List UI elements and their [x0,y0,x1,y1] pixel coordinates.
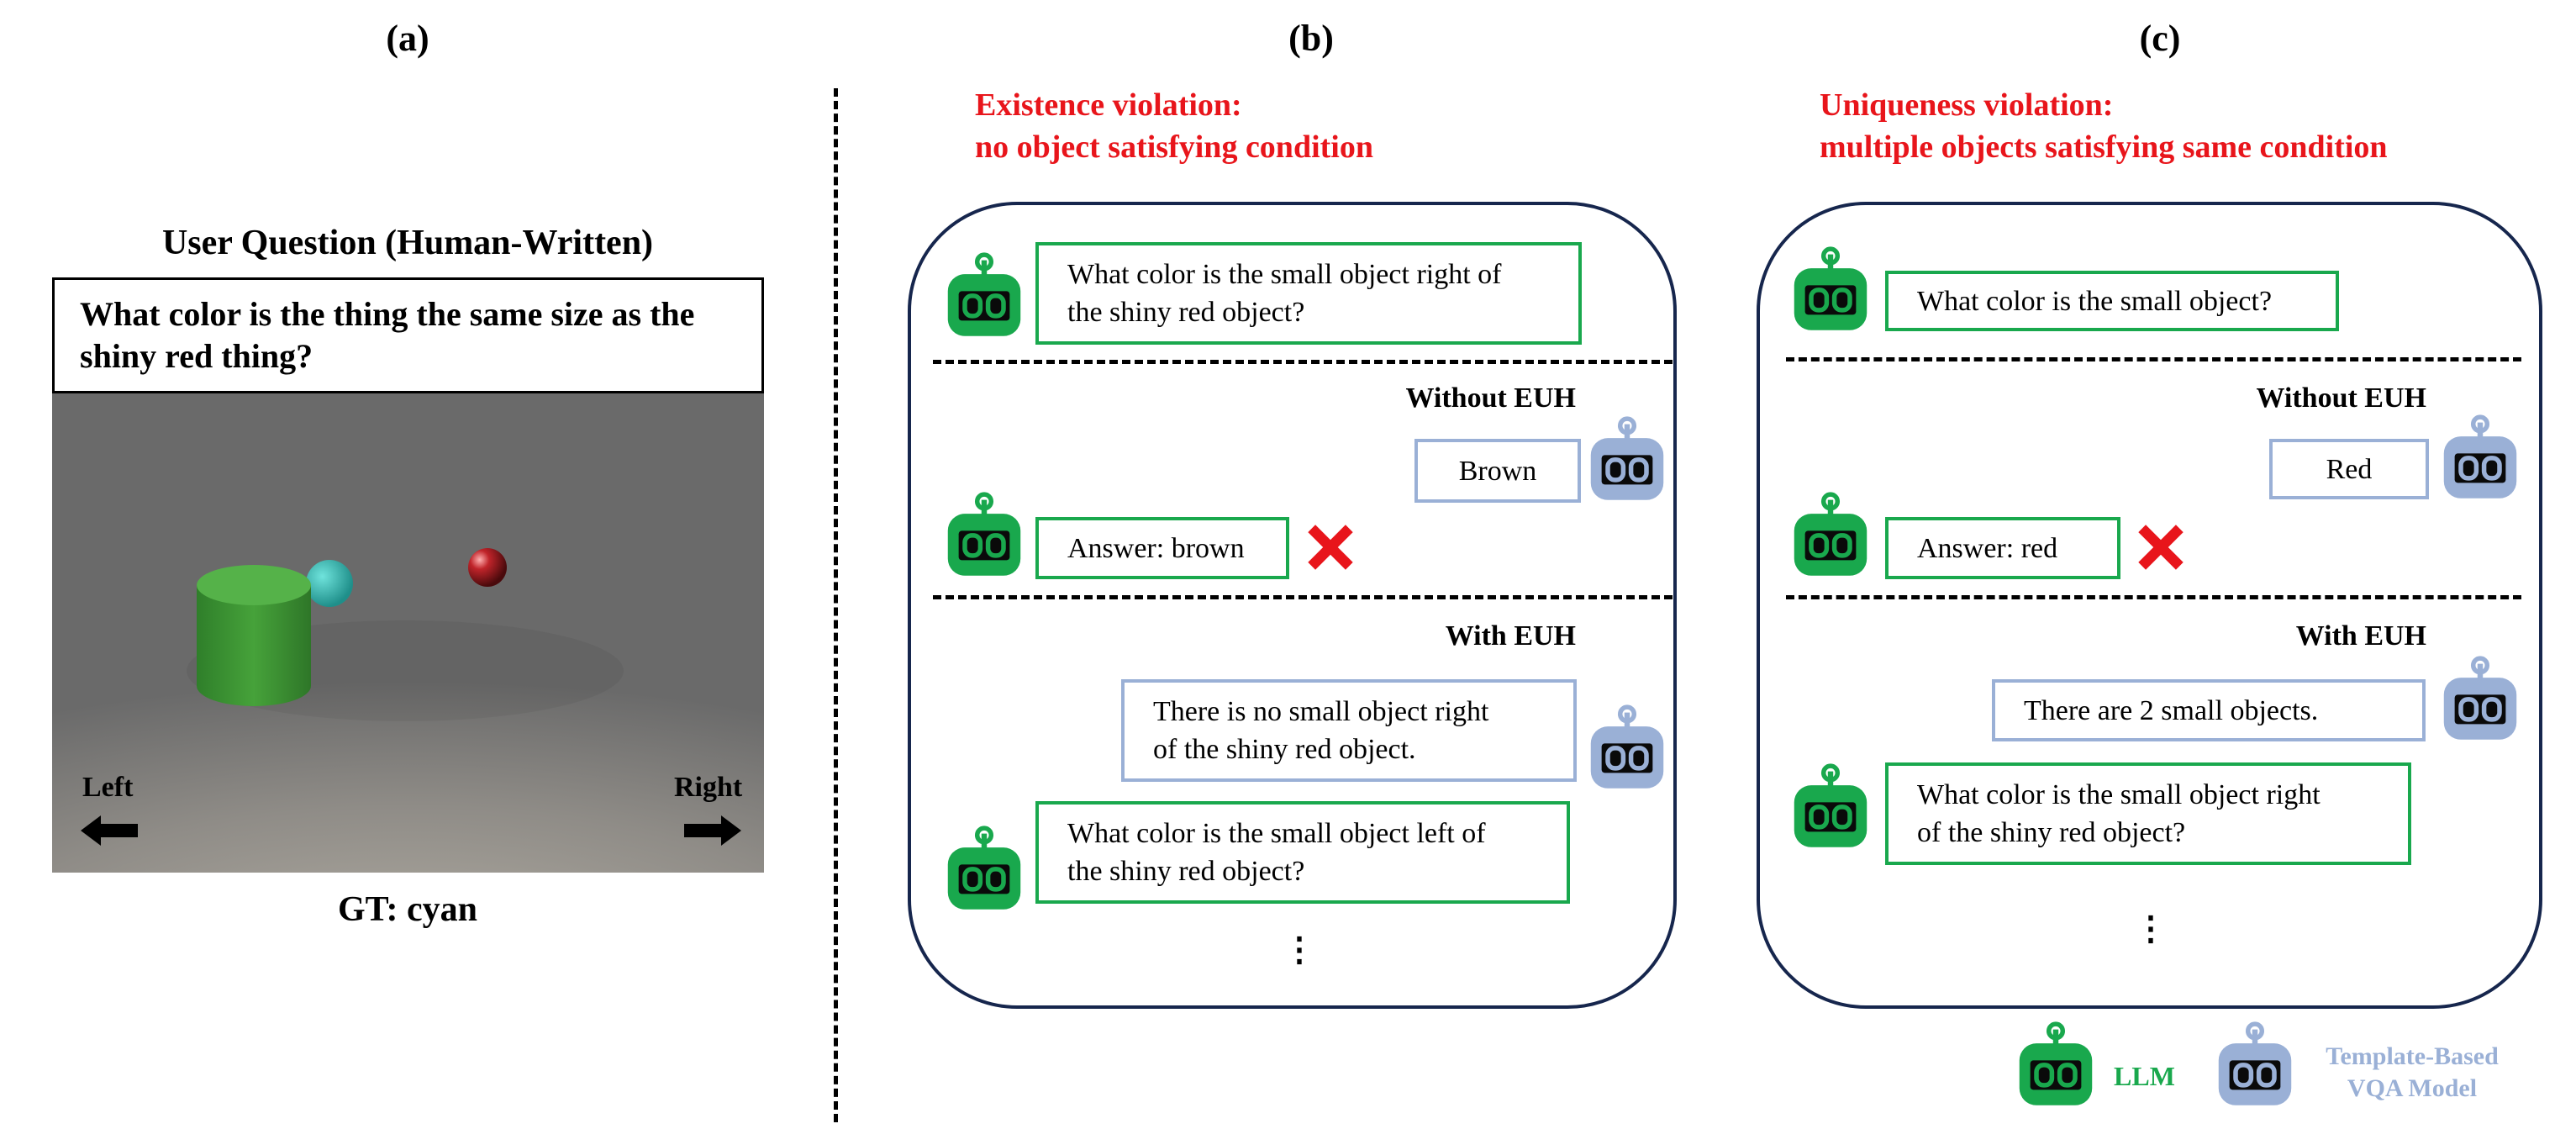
scene-image: Left Right [52,393,764,873]
ground-truth: GT: cyan [337,890,478,929]
section-divider [1786,357,2521,361]
cyan-sphere [306,560,353,607]
without-euh-label: Without EUH [1405,382,1576,414]
vqa-response-bubble: There are 2 small objects. [1992,679,2426,741]
arrow-right-icon [684,815,741,846]
with-euh-label: With EUH [2295,620,2426,652]
red-cross-icon [2135,521,2187,573]
robot-icon-blue [2442,414,2519,500]
green-cylinder [197,565,311,605]
vqa-answer-bubble: Red [2269,439,2429,499]
red-cross-icon [1304,521,1356,573]
legend-llm-label: LLM [2114,1061,2175,1091]
robot-icon-green [1792,492,1869,578]
robot-icon-green [946,252,1023,338]
section-divider [933,360,1673,364]
red-sphere [468,548,507,587]
user-question-text: What color is the thing the same size as… [80,295,695,375]
legend-vqa-icon [2216,1021,2294,1107]
llm-answer-bubble: Answer: red [1885,517,2120,579]
panel-label-a: (a) [386,18,429,59]
vqa-answer-bubble: Brown [1414,439,1581,503]
llm-answer-bubble: Answer: brown [1035,517,1289,579]
without-euh-label: Without EUH [2256,382,2426,414]
arrow-left-icon [81,815,138,846]
llm-question-bubble: What color is the small object? [1885,271,2339,331]
left-label: Left [82,772,134,803]
user-question-title: User Question (Human-Written) [161,224,654,262]
ellipsis: ⋮ [1283,931,1316,968]
robot-icon-green [1792,246,1869,332]
robot-icon-blue [1588,704,1666,790]
panel-divider [834,88,838,1122]
panel-label-b: (b) [1288,18,1334,59]
ellipsis: ⋮ [2134,910,2168,947]
robot-icon-green [1792,763,1869,849]
robot-icon-green [946,492,1023,578]
uniqueness-dialog-box [1757,202,2542,1009]
panel-label-c: (c) [2139,18,2181,59]
robot-icon-green [946,826,1023,911]
section-divider [1786,595,2521,599]
user-question-box: What color is the thing the same size as… [52,277,764,393]
with-euh-label: With EUH [1445,620,1576,652]
robot-icon-blue [1588,416,1666,502]
robot-icon-blue [2442,656,2519,741]
uniqueness-violation-title: Uniqueness violation: multiple objects s… [1820,87,2388,165]
right-label: Right [674,772,743,803]
legend-vqa-label: Template-Based VQA Model [2326,1042,2499,1102]
existence-violation-title: Existence violation: no object satisfyin… [975,87,1373,165]
legend-llm-icon [2017,1021,2094,1107]
section-divider [933,595,1673,599]
scene-render [187,548,624,721]
